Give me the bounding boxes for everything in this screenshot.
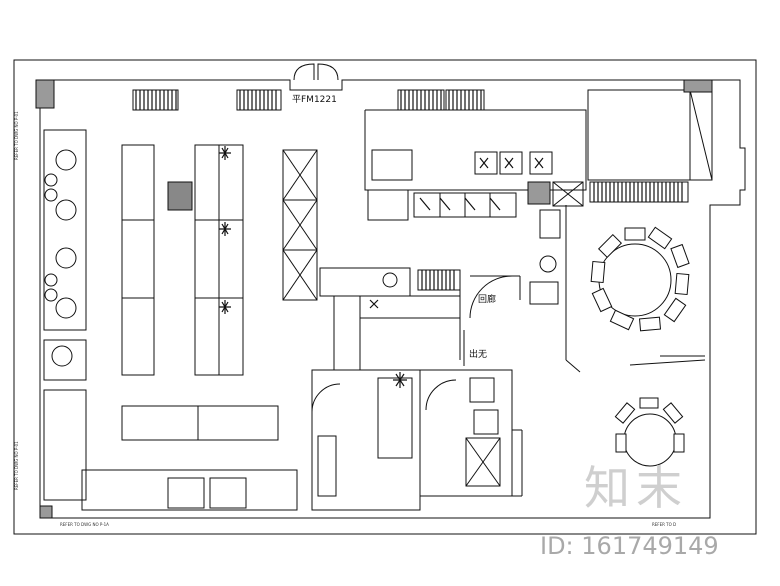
office-room [587, 89, 691, 181]
partition-line [629, 359, 706, 366]
stove-range-left [43, 129, 87, 331]
wash-counter [359, 295, 461, 319]
locker [317, 435, 337, 497]
burner-small [44, 288, 58, 302]
sink-1 [167, 477, 205, 509]
bottom-left-note: REFER TO DWG NO P-1A [60, 522, 109, 527]
left-edge-note-top: REFER TO DWG NO P-01 [14, 111, 19, 160]
left-edge-note-bottom: REFER TO DWG NO P-01 [14, 441, 19, 490]
equipment-3 [529, 151, 553, 175]
watermark: 知末 [584, 461, 688, 515]
sink-small [539, 209, 561, 239]
column [167, 181, 193, 211]
burner-small [44, 188, 58, 202]
kettle [51, 345, 73, 367]
vent-box [552, 181, 584, 207]
prep-counter-1 [121, 144, 155, 376]
room-label-return-corridor: 回廊 [478, 295, 497, 305]
door-swing-1 [469, 275, 513, 319]
burner-small [44, 173, 58, 187]
long-counter [121, 405, 279, 441]
tilt-pan [465, 437, 501, 487]
storage-box [367, 189, 409, 221]
hatch-block-5 [589, 181, 689, 203]
wash-unit [371, 149, 413, 181]
burner [55, 199, 77, 221]
burner [55, 149, 77, 171]
entrance-door-right [317, 63, 339, 81]
floor-drain [539, 255, 557, 273]
burner [55, 247, 77, 269]
cabinet-unit [377, 377, 413, 459]
equipment-2 [499, 151, 523, 175]
bottom-right-note: REFER TO D [652, 522, 677, 527]
column-nw [35, 79, 55, 109]
sink-round [382, 272, 398, 288]
side-counter [43, 389, 87, 501]
burner-small [44, 273, 58, 287]
column-2 [527, 181, 551, 205]
outer-frame [13, 59, 757, 535]
room-label-exit: 出无 [469, 350, 488, 360]
equipment-4 [529, 281, 559, 305]
upper-counter [364, 109, 587, 191]
column-ne [683, 79, 713, 93]
hood-column [282, 149, 318, 301]
outer-wall [36, 79, 746, 519]
door-swing-3 [425, 379, 457, 411]
drain-grate [469, 377, 495, 403]
door-swing-2 [311, 383, 341, 413]
burner [55, 297, 77, 319]
kettle-unit [43, 339, 87, 381]
sink-square [473, 409, 499, 435]
sink-2 [209, 477, 247, 509]
equipment-1 [474, 151, 498, 175]
door-code-label: 平FM1221 [292, 95, 337, 105]
column-sw [39, 505, 53, 519]
lower-room-left [311, 369, 421, 511]
watermark-id: ID: 161749149 [540, 532, 719, 560]
entrance-door-left [293, 63, 315, 81]
bottom-counter [81, 469, 298, 511]
dining-wall-corner [565, 359, 581, 373]
